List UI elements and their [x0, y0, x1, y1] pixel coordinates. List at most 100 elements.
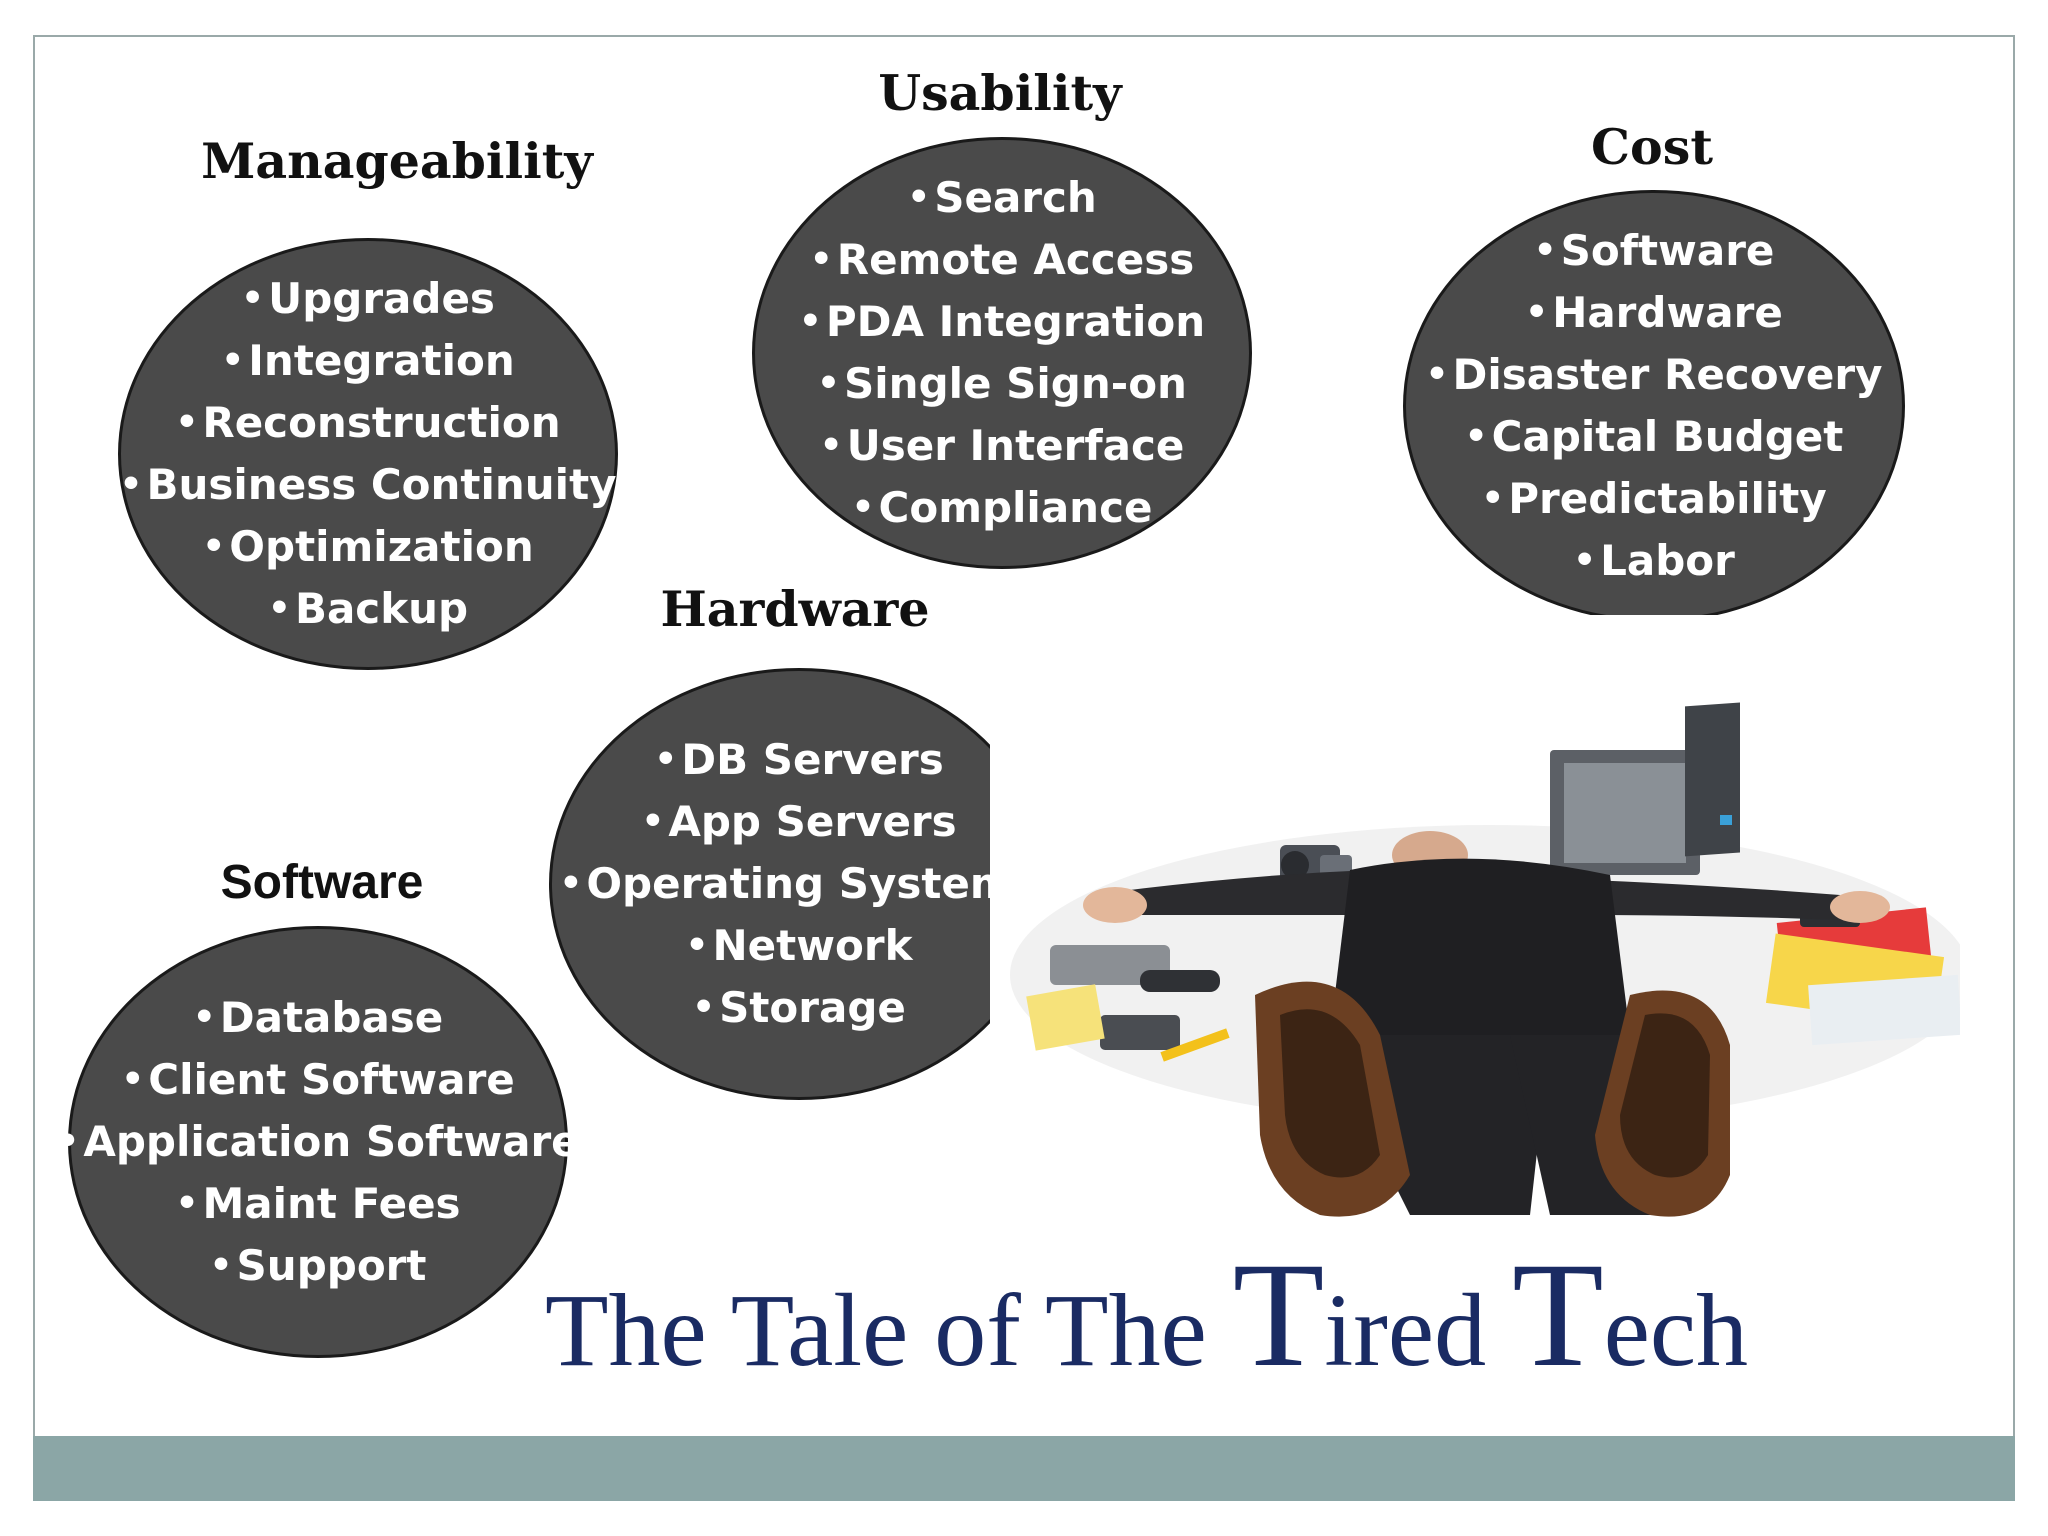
pda-icon [1100, 1015, 1180, 1050]
title-initial-t1: T [1232, 1232, 1325, 1398]
title-rest-2: ech [1603, 1273, 1749, 1388]
list-item: •Backup [119, 578, 616, 640]
list-item-label: Remote Access [836, 235, 1195, 284]
list-item: •Search [799, 167, 1205, 229]
list-item: •Support [56, 1235, 579, 1297]
bullet-icon: • [559, 863, 583, 904]
heading-usability: Usability [878, 64, 1122, 122]
bubble-hardware: •DB Servers•App Servers•Operating System… [549, 668, 1049, 1100]
list-item: •Compliance [799, 477, 1205, 539]
bullet-icon: • [221, 340, 245, 381]
list-item: •App Servers [559, 791, 1038, 853]
bullet-icon: • [798, 301, 822, 342]
list-item: •Capital Budget [1425, 406, 1882, 468]
list-item-label: Compliance [878, 483, 1153, 532]
papers-icon [1808, 974, 1960, 1046]
bullet-icon: • [1464, 416, 1488, 457]
tired-tech-photo [990, 615, 1960, 1255]
list-manageability: •Upgrades•Integration•Reconstruction•Bus… [119, 268, 616, 640]
bullet-icon: • [121, 1059, 145, 1100]
list-item: •Application Software [56, 1111, 579, 1173]
list-item-label: Capital Budget [1491, 412, 1844, 461]
bullet-icon: • [1525, 292, 1549, 333]
man-lying-icon [1083, 831, 1890, 1217]
list-item-label: Labor [1600, 536, 1735, 585]
list-item-label: Integration [248, 336, 515, 385]
list-item-label: Application Software [83, 1117, 580, 1166]
slide-title: The Tale of The Tired Tech [545, 1240, 1748, 1390]
list-item: •Hardware [1425, 282, 1882, 344]
heading-manageability: Manageability [201, 132, 593, 190]
heading-software: Software [220, 856, 424, 909]
bullet-icon: • [56, 1121, 80, 1162]
bullet-icon: • [175, 1183, 199, 1224]
list-item: •Client Software [56, 1049, 579, 1111]
bullet-icon: • [817, 363, 841, 404]
calculator-icon [1050, 945, 1170, 985]
list-cost: •Software•Hardware•Disaster Recovery•Cap… [1425, 220, 1882, 592]
bullet-icon: • [209, 1245, 233, 1286]
list-item-label: App Servers [668, 797, 957, 846]
list-item-label: Client Software [148, 1055, 515, 1104]
bullet-icon: • [1425, 354, 1449, 395]
list-item-label: Disaster Recovery [1452, 350, 1883, 399]
title-rest-1: ired [1324, 1273, 1513, 1388]
bubble-manageability: •Upgrades•Integration•Reconstruction•Bus… [118, 238, 618, 670]
list-item: •Storage [559, 977, 1038, 1039]
list-item-label: Optimization [229, 522, 534, 571]
list-item: •Maint Fees [56, 1173, 579, 1235]
list-item: •Remote Access [799, 229, 1205, 291]
bullet-icon: • [641, 801, 665, 842]
list-item: •Reconstruction [119, 392, 616, 454]
list-item-label: DB Servers [681, 735, 944, 784]
bullet-icon: • [175, 402, 199, 443]
sticky-notes-icon [1026, 984, 1105, 1051]
list-item: •Operating Systems [559, 853, 1038, 915]
bullet-icon: • [192, 997, 216, 1038]
bullet-icon: • [1481, 478, 1505, 519]
list-item-label: Reconstruction [202, 398, 561, 447]
bullet-icon: • [1533, 230, 1557, 271]
heading-hardware: Hardware [660, 580, 930, 638]
list-item-label: Hardware [1552, 288, 1783, 337]
list-item: •PDA Integration [799, 291, 1205, 353]
list-item: •Upgrades [119, 268, 616, 330]
bullet-icon: • [267, 588, 291, 629]
list-item: •Labor [1425, 530, 1882, 592]
list-item: •Single Sign-on [799, 353, 1205, 415]
list-item-label: PDA Integration [825, 297, 1206, 346]
list-item-label: Business Continuity [146, 460, 617, 509]
bullet-icon: • [692, 987, 716, 1028]
list-item: •Database [56, 987, 579, 1049]
list-item: •Business Continuity [119, 454, 616, 516]
bubble-cost: •Software•Hardware•Disaster Recovery•Cap… [1403, 190, 1905, 622]
list-item: •Integration [119, 330, 616, 392]
list-item: •Software [1425, 220, 1882, 282]
list-item: •User Interface [799, 415, 1205, 477]
list-item-label: Upgrades [268, 274, 495, 323]
title-prefix: The Tale of The [545, 1273, 1233, 1388]
list-item-label: Support [236, 1241, 427, 1290]
list-item-label: Software [1560, 226, 1775, 275]
bullet-icon: • [907, 177, 931, 218]
list-hardware: •DB Servers•App Servers•Operating System… [559, 729, 1038, 1039]
list-item: •DB Servers [559, 729, 1038, 791]
bullet-icon: • [1573, 540, 1597, 581]
heading-cost: Cost [1591, 118, 1713, 176]
list-item: •Network [559, 915, 1038, 977]
pen-icon [1160, 1028, 1230, 1062]
bullet-icon: • [685, 925, 709, 966]
bullet-icon: • [851, 487, 875, 528]
bubble-usability: •Search•Remote Access•PDA Integration•Si… [752, 137, 1252, 569]
bullet-icon: • [202, 526, 226, 567]
footer-bar [33, 1436, 2015, 1501]
list-item-label: Database [219, 993, 444, 1042]
list-usability: •Search•Remote Access•PDA Integration•Si… [799, 167, 1205, 539]
bullet-icon: • [119, 464, 143, 505]
list-item-label: Backup [294, 584, 469, 633]
list-item-label: User Interface [846, 421, 1185, 470]
list-item: •Disaster Recovery [1425, 344, 1882, 406]
list-item-label: Network [712, 921, 913, 970]
list-item-label: Predictability [1508, 474, 1827, 523]
list-item-label: Single Sign-on [844, 359, 1187, 408]
